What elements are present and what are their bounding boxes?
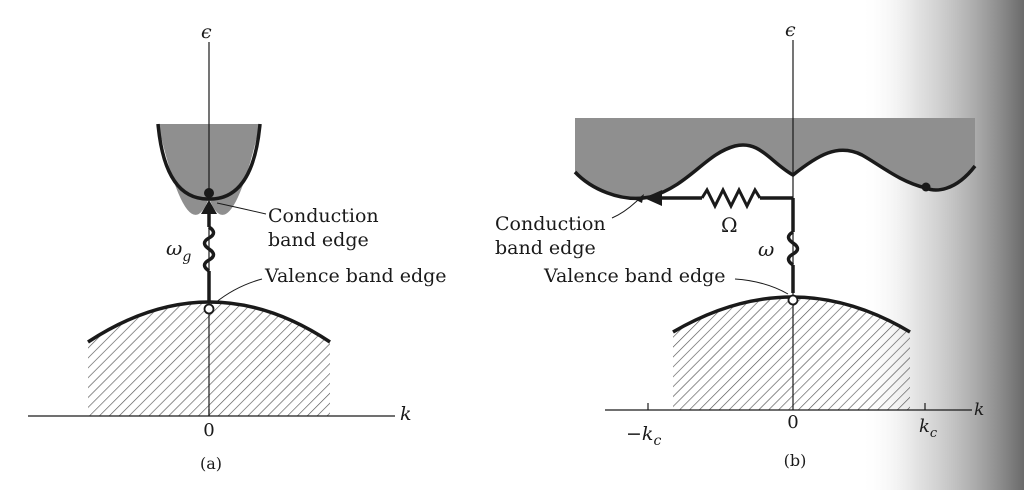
neg-kc-label-b: −kc [626, 423, 661, 449]
neg-kc-label-b-main: −k [626, 423, 653, 445]
phonon-label-b: Ω [721, 213, 738, 237]
pos-kc-label-b: kc [919, 416, 938, 441]
electron-dot-b [921, 182, 931, 192]
photon-label-a-main: ω [166, 236, 182, 260]
pos-kc-label-b-subscript: c [930, 426, 938, 441]
photon-label-a: ωg [166, 236, 191, 265]
photon-label-b: ω [758, 237, 774, 261]
origin-label-b: 0 [787, 412, 798, 433]
photon-label-a-subscript: g [182, 249, 191, 265]
conduction-leader-line-b [611, 197, 641, 219]
hole-circle-a [203, 303, 215, 315]
conduction-label-a-line2: band edge [268, 229, 369, 251]
valence-band-b [673, 297, 910, 410]
caption-b: (b) [784, 451, 807, 470]
photon-wavy-line-b [786, 230, 800, 267]
energy-symbol-a: ϵ [201, 21, 212, 43]
neg-kc-label-b-subscript: c [653, 433, 661, 449]
pos-kc-label-b-main: k [919, 416, 930, 437]
phonon-arrowhead-b [644, 190, 662, 206]
caption-a: (a) [200, 454, 222, 473]
k-symbol-a: k [400, 403, 412, 425]
conduction-label-b-line1: Conduction [495, 213, 606, 235]
conduction-leader-arrowhead-b [636, 194, 644, 203]
hole-circle-b [787, 294, 799, 306]
k-symbol-b: k [974, 400, 984, 420]
energy-symbol-b: ϵ [785, 19, 796, 41]
electron-dot-a [204, 188, 214, 198]
origin-label-a: 0 [203, 420, 214, 441]
panel-a: ϵ k 0 Conduction band edge Valence band … [28, 21, 447, 473]
page-edge-shadow [860, 0, 1024, 490]
phonon-zigzag-b [700, 186, 762, 210]
valence-label-b: Valence band edge [543, 265, 726, 287]
panel-b: ϵ k 0 −kc kc Conduction band edge Valenc… [495, 19, 984, 470]
photon-arrowhead-a [201, 200, 217, 214]
conduction-label-a-line1: Conduction [268, 205, 379, 227]
conduction-label-b-line2: band edge [495, 237, 596, 259]
conduction-leader-line-a [216, 202, 267, 215]
valence-label-a: Valence band edge [264, 265, 447, 287]
photon-wavy-line-a [202, 225, 216, 273]
conduction-band-b [575, 118, 975, 199]
valence-leader-line-a [214, 278, 263, 304]
valence-leader-line-b [734, 278, 789, 295]
